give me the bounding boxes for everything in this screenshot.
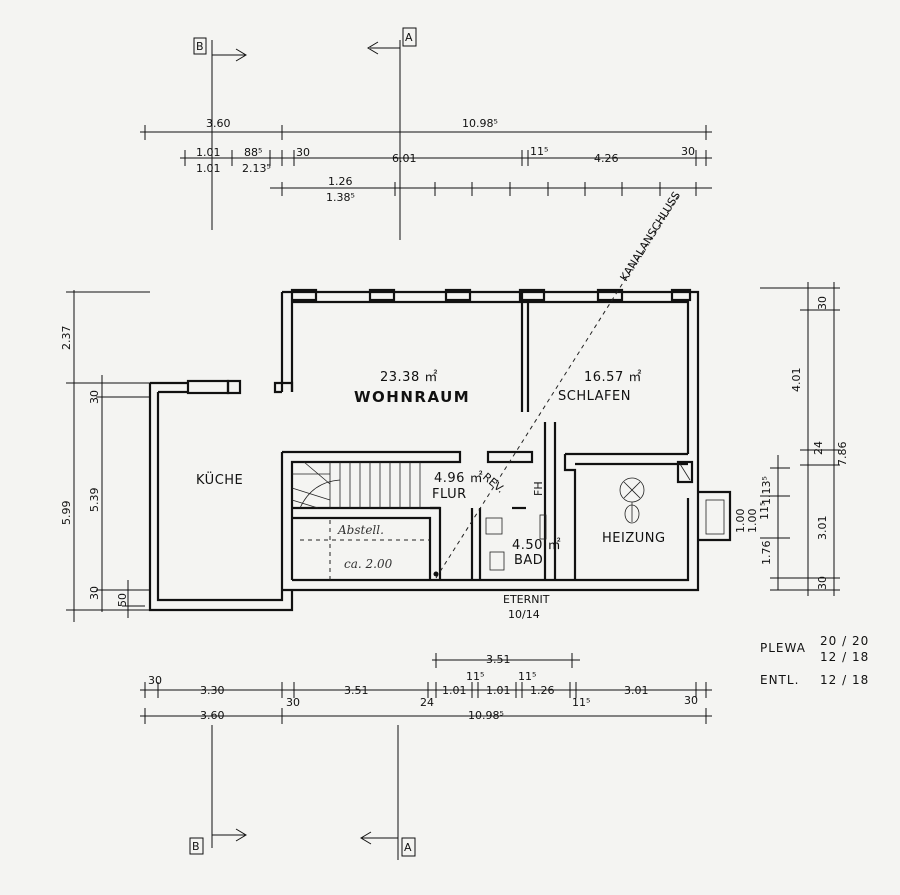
dim-top-10-98: 10.98⁵ [462,117,498,130]
dim-top-1-26: 1.26 [328,175,353,188]
kueche-name: KÜCHE [196,471,243,488]
abstell-height-label: ca. 2.00 [344,557,393,571]
dim-bottom-1-26: 1.26 [530,684,555,697]
dim-right-24: 24 [812,441,825,455]
eternit-label: ETERNIT [503,593,550,606]
dim-right-1-13: 1.13⁵ [760,476,773,505]
rev-label: REV. [480,470,507,496]
dim-left-30-a: 30 [88,390,101,404]
dim-right-1-76: 1.76 [760,541,773,566]
abstell-label: Abstell. [337,523,384,537]
dim-bottom-30-b: 30 [684,694,698,707]
flur-area: 4.96 ㎡ [434,471,483,486]
sewer-connection-line [435,195,679,579]
fh-label: FH [532,481,545,496]
dim-right-30-b: 30 [816,576,829,590]
dim-bottom-3-01: 3.01 [624,684,649,697]
dim-bottom-3-51-top: 3.51 [486,653,511,666]
dim-left-30-b: 30 [88,586,101,600]
dim-bottom-30-a: 30 [148,674,162,687]
dim-right-1-00-a: 1.00 [734,509,747,534]
dim-top-1-38: 1.38⁵ [326,191,355,204]
section-a-label-top: A [405,31,413,44]
building-walls [148,290,732,612]
dim-bottom-1-01-b: 1.01 [486,684,511,697]
dim-top-6-01: 6.01 [392,152,417,165]
dim-right-1-00-b: 1.00 [746,509,759,534]
dim-top-88: 88⁵ [244,146,262,159]
staircase [291,461,430,580]
heating-fixtures [619,460,694,524]
dim-left-5-99: 5.99 [60,501,73,526]
dim-top-1-01-a: 1.01 [196,146,221,159]
bad-area: 4.50 ㎡ [512,538,561,553]
wohnraum-area: 23.38 ㎡ [380,370,438,385]
dim-left-50: 50 [116,593,129,607]
dim-top-30-b: 30 [681,145,695,158]
dim-bottom-30-c: 30 [286,696,300,709]
dim-bottom-1-01-a: 1.01 [442,684,467,697]
dim-right-7-86: 7.86 [836,442,849,467]
section-b-label-top: B [196,40,204,53]
dimension-chains-left: 2.37 5.99 30 5.39 30 50 [60,290,150,622]
plewa-value-1: 20 / 20 [820,634,869,648]
dim-bottom-24: 24 [420,696,434,709]
dim-left-5-39: 5.39 [88,488,101,513]
dim-bottom-11-c: 11⁵ [572,696,590,709]
schlafen-area: 16.57 ㎡ [584,370,642,385]
legend: PLEWA 20 / 20 12 / 18 ENTL. 12 / 18 [760,634,869,687]
section-a-label-bottom: A [404,841,412,854]
kanalanschluss-label: KANALANSCHLUSS [618,189,684,283]
room-labels: 23.38 ㎡ WOHNRAUM 16.57 ㎡ SCHLAFEN KÜCHE … [196,370,666,568]
dim-top-30-a: 30 [296,146,310,159]
heizung-name: HEIZUNG [602,531,666,546]
dimension-chains-top: 3.60 10.98⁵ 1.01 88⁵ 30 6.01 11⁵ 4.26 30… [140,117,712,204]
section-marker-a-top: A [367,27,417,240]
wohnraum-name: WOHNRAUM [354,388,470,406]
bad-name: BAD [514,553,543,568]
schlafen-name: SCHLAFEN [558,389,631,404]
dim-bottom-3-30: 3.30 [200,684,225,697]
flur-name: FLUR [432,487,467,502]
dim-right-11: 11⁵ [758,502,771,520]
dim-left-2-37: 2.37 [60,326,73,351]
dim-bottom-3-60: 3.60 [200,709,225,722]
dim-top-4-26: 4.26 [594,152,619,165]
plewa-label: PLEWA [760,641,806,655]
dim-bottom-11-b: 11⁵ [518,670,536,683]
entl-value: 12 / 18 [820,673,869,687]
dimension-chains-bottom: 3.51 30 3.30 3.51 24 1.01 11⁵ 1.01 11⁵ 1… [140,653,712,724]
dim-top-2-13: 2.13⁵ [242,162,271,175]
plewa-value-2: 12 / 18 [820,650,869,664]
section-b-label-bottom: B [192,840,200,853]
dim-top-11: 11⁵ [530,145,548,158]
dim-bottom-11-a: 11⁵ [466,670,484,683]
dim-right-3-01: 3.01 [816,516,829,541]
bathroom-fixtures [485,506,547,571]
dim-bottom-10-98: 10.98⁵ [468,709,504,722]
dim-bottom-3-51: 3.51 [344,684,369,697]
section-marker-b-bottom: B [189,725,247,855]
dim-right-4-01: 4.01 [790,368,803,393]
eternit-size-label: 10/14 [508,608,540,621]
dim-right-30-a: 30 [816,296,829,310]
section-marker-b-top: B [193,37,247,230]
dim-top-3-60: 3.60 [206,117,231,130]
dimension-chains-right: 30 4.01 24 7.86 3.01 30 1.13⁵ 1.76 1.00 … [734,282,849,596]
dim-top-1-01-b: 1.01 [196,162,221,175]
windows [290,288,692,302]
section-marker-a-bottom: A [360,725,416,860]
entl-label: ENTL. [760,673,799,687]
